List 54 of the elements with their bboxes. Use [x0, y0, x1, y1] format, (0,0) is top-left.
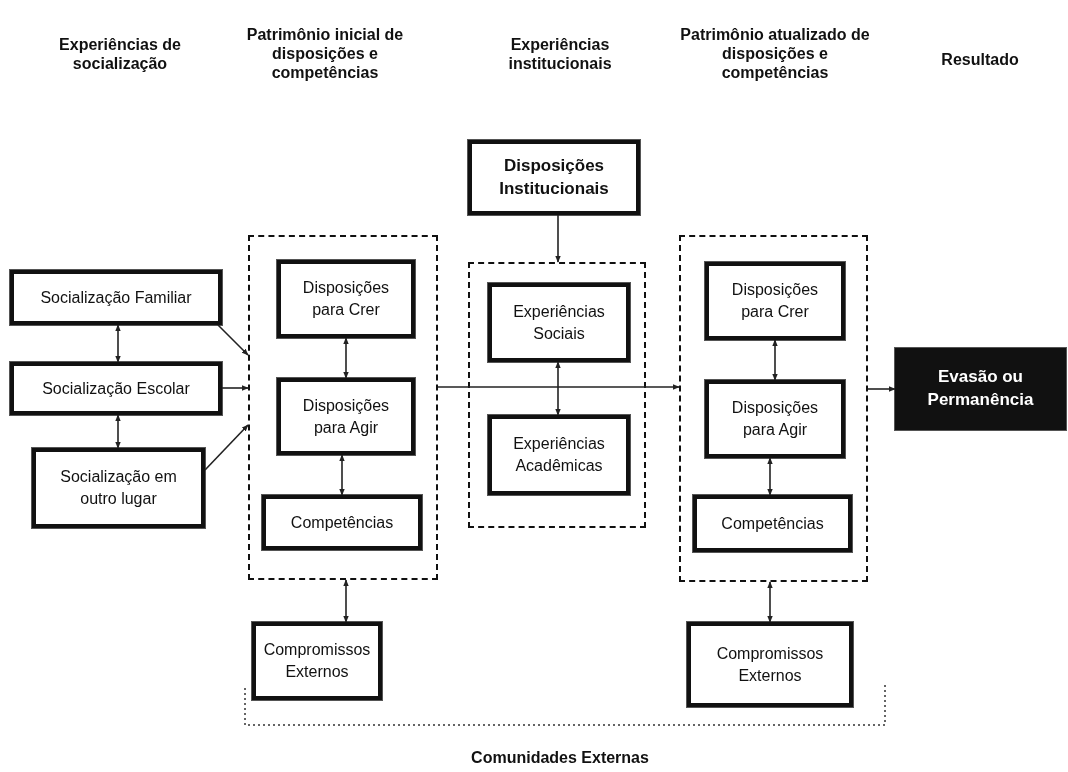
- arrow: [343, 579, 349, 623]
- process-box: [252, 622, 382, 700]
- arrow: [217, 324, 249, 356]
- column-heading: Experiências institucionais: [507, 35, 613, 74]
- arrow: [115, 414, 121, 449]
- process-box: [32, 448, 205, 528]
- arrow: [772, 339, 778, 381]
- arrow: [221, 385, 249, 391]
- dashed-group-box: [679, 235, 868, 582]
- process-box: [705, 380, 845, 458]
- process-box: [10, 362, 222, 415]
- column-heading: Resultado: [940, 50, 1020, 70]
- process-box: [687, 622, 853, 707]
- box-label: Disposições para Agir: [301, 395, 391, 438]
- process-box: [488, 283, 630, 362]
- arrow: [437, 384, 680, 390]
- column-heading: Patrimônio atualizado de disposições e competências: [680, 25, 870, 83]
- box-label: Disposições para Crer: [730, 280, 820, 322]
- arrow: [555, 361, 561, 416]
- process-box: [277, 378, 415, 455]
- box-label: Disposições para Agir: [730, 398, 820, 440]
- process-box: [468, 140, 640, 215]
- result-box: [895, 348, 1066, 430]
- arrow: [555, 214, 561, 263]
- arrow: [339, 454, 345, 496]
- bracket-label: Comunidades Externas: [470, 748, 650, 768]
- box-label: Socialização Familiar: [39, 287, 193, 308]
- process-box: [488, 415, 630, 495]
- process-box: [10, 270, 222, 325]
- arrow: [204, 424, 249, 471]
- arrow: [767, 457, 773, 496]
- process-box: [262, 495, 422, 550]
- process-box: [705, 262, 845, 340]
- column-heading: Experiências de socialização: [58, 35, 182, 74]
- arrow: [115, 324, 121, 363]
- column-heading: Patrimônio inicial de disposições e competências: [245, 25, 405, 83]
- box-label: Socialização Escolar: [41, 378, 191, 399]
- box-label: Socialização em outro lugar: [59, 467, 178, 509]
- box-label: Experiências Sociais: [512, 301, 606, 344]
- box-label: Experiências Acadêmicas: [512, 434, 606, 476]
- box-label: Evasão ou Permanência: [926, 366, 1035, 411]
- arrow: [767, 581, 773, 623]
- arrow: [343, 337, 349, 379]
- dashed-group-box: [248, 235, 438, 580]
- box-label: Disposições Institucionais: [498, 154, 610, 200]
- box-label: Competências: [289, 512, 395, 533]
- arrow: [867, 386, 896, 392]
- box-label: Disposições para Crer: [301, 278, 391, 320]
- box-label: Compromissos Externos: [262, 640, 372, 682]
- box-label: Competências: [720, 513, 825, 534]
- process-box: [693, 495, 852, 552]
- process-box: [277, 260, 415, 338]
- box-label: Compromissos Externos: [715, 643, 825, 686]
- dashed-group-box: [468, 262, 646, 528]
